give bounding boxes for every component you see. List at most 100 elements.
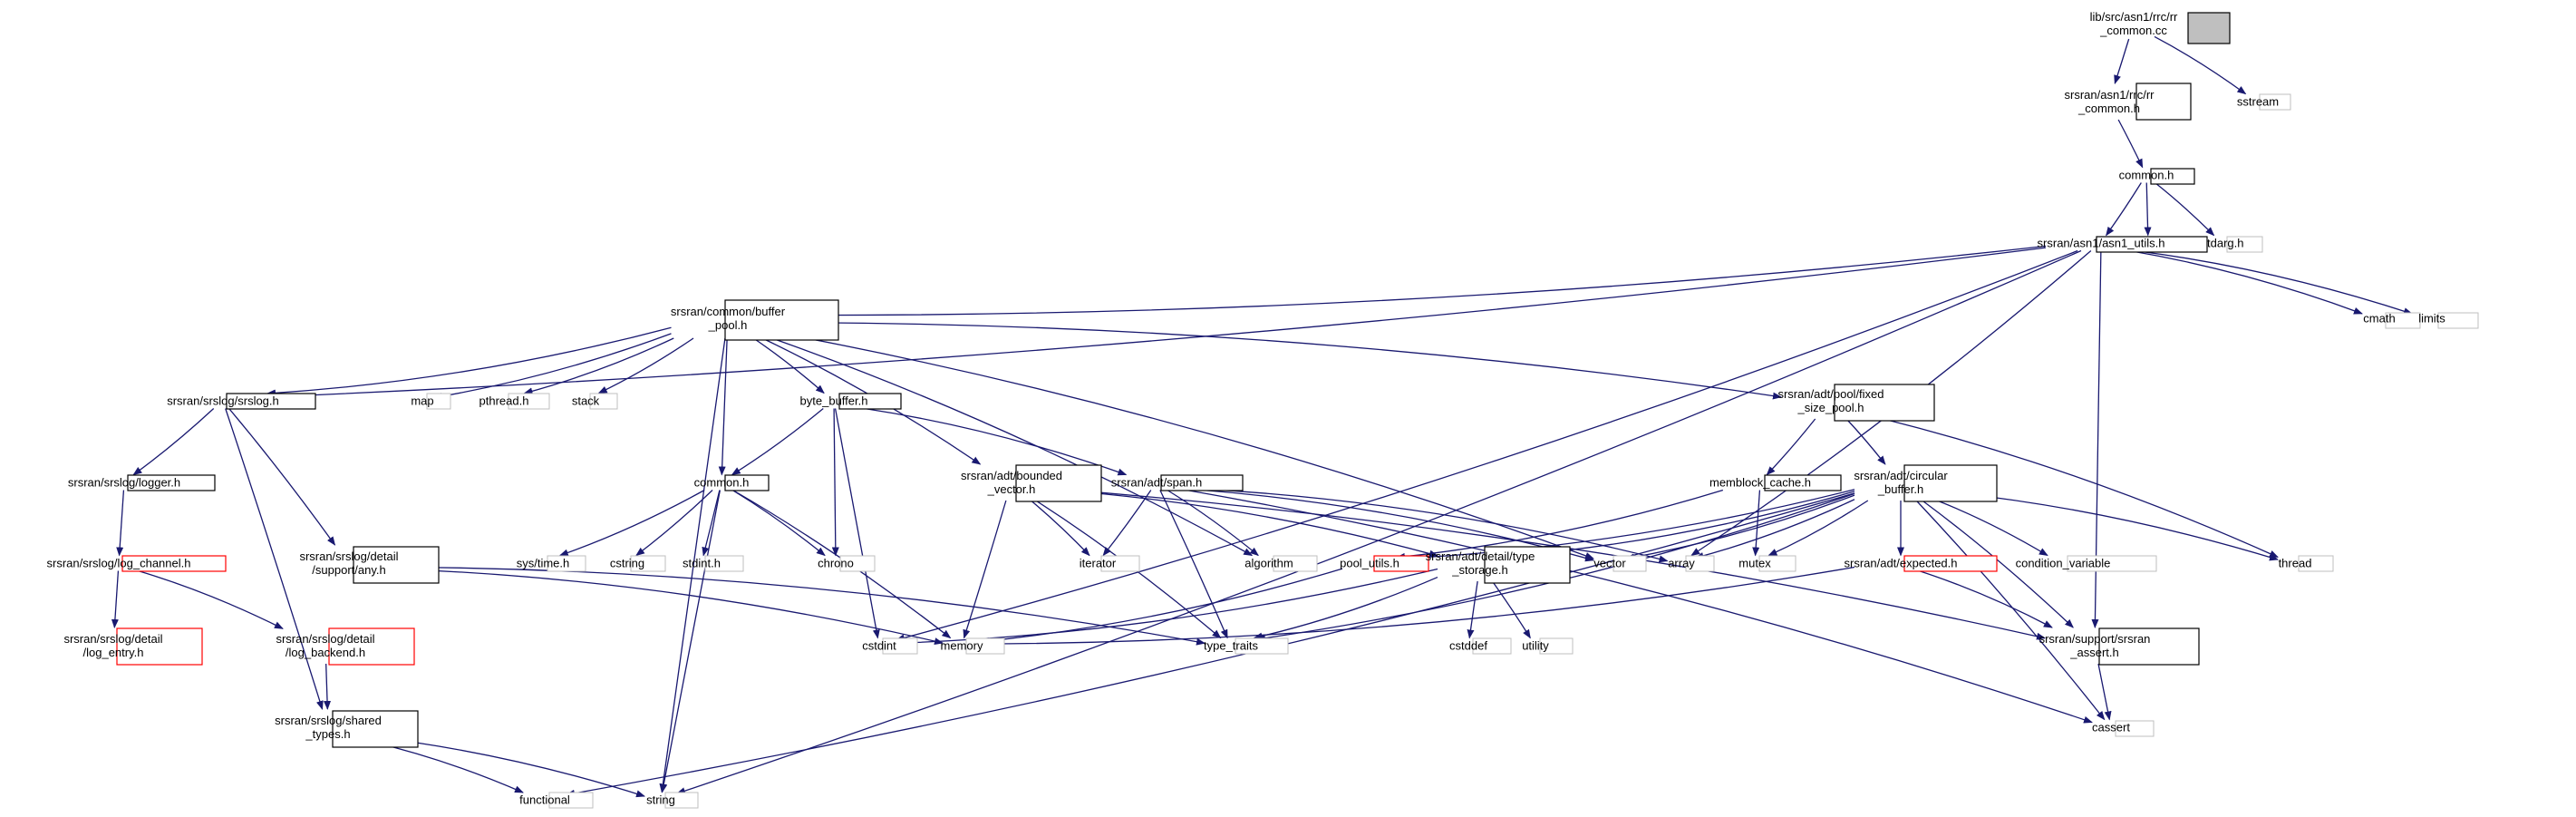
- edge-common_h_mid-to-cstring: [635, 490, 713, 557]
- edge-bounded_vector-to-memory: [963, 500, 1007, 639]
- node-box: [1685, 555, 1715, 572]
- node-label: srsran/asn1/rrc/rr: [2065, 88, 2155, 102]
- edge-expected-to-memory: [980, 566, 1855, 648]
- nodes-layer: lib/src/asn1/rrc/rr_common.cc srsran/asn1…: [47, 10, 2479, 809]
- node-box: [724, 299, 839, 341]
- edge-common_h_mid-to-stdint: [702, 490, 721, 557]
- edge-circular_buffer-to-vector: [1625, 494, 1855, 561]
- node-label: stdint.h: [683, 557, 721, 570]
- edge-circular_buffer-to-condition_variable: [1936, 500, 2048, 557]
- node-common-h-top[interactable]: common.h: [2119, 168, 2195, 185]
- node-label: /log_backend.h: [286, 646, 365, 659]
- node-label: srsran/srslog/srslog.h: [167, 394, 279, 408]
- node-box: [1472, 637, 1512, 655]
- node-srslog[interactable]: srsran/srslog/srslog.h: [167, 393, 316, 410]
- node-srsran-assert[interactable]: srsran/support/srsran_assert.h: [2039, 627, 2200, 666]
- node-box: [838, 393, 902, 410]
- node-type-storage[interactable]: srsran/adt/detail/type_storage.h: [1426, 546, 1571, 584]
- node-box: [353, 546, 440, 584]
- edge-span-to-iterator: [1102, 490, 1152, 557]
- node-box: [1235, 637, 1289, 655]
- node-pool-utils[interactable]: pool_utils.h: [1340, 555, 1429, 572]
- edge-asn1_utils-to-limits: [2135, 249, 2413, 315]
- edge-buffer_pool-to-vector: [784, 333, 1594, 559]
- node-label: cstddef: [1449, 639, 1487, 653]
- node-label: byte_buffer.h: [800, 394, 868, 408]
- node-bounded-vector[interactable]: srsran/adt/bounded_vector.h: [961, 464, 1102, 502]
- node-label: stdarg.h: [2202, 237, 2244, 250]
- edge-asn1_utils-to-srsran_assert: [2091, 250, 2102, 628]
- node-box: [116, 627, 203, 666]
- node-detail-any[interactable]: srsran/srslog/detail/support/any.h: [299, 546, 440, 584]
- node-box: [332, 710, 419, 748]
- node-log-backend[interactable]: srsran/srslog/detail/log_backend.h: [276, 627, 415, 666]
- node-memory: memory: [941, 637, 1005, 655]
- node-buffer-pool[interactable]: srsran/common/buffer_pool.h: [671, 299, 839, 341]
- node-label: srsran/adt/circular: [1854, 469, 1948, 482]
- node-box: [2115, 720, 2155, 737]
- node-span[interactable]: srsran/adt/span.h: [1111, 474, 1244, 491]
- edge-span-to-vector: [1196, 489, 1594, 562]
- edge-circular_buffer-to-functional: [566, 492, 1855, 797]
- edge-circular_buffer-to-srsran_assert: [1922, 500, 2074, 628]
- node-label: srsran/support/srsran: [2039, 632, 2151, 646]
- edge-shared_types-to-functional: [370, 741, 524, 793]
- node-box: [1903, 464, 1998, 502]
- node-label: string: [646, 793, 675, 807]
- edge-fixed_pool-to-circular_buffer: [1845, 418, 1886, 465]
- edge-common_h_top-to-stdarg: [2155, 181, 2215, 237]
- edge-bounded_vector-to-iterator: [1030, 500, 1090, 557]
- node-thread: thread: [2279, 555, 2334, 572]
- edge-circular_buffer-to-array: [1694, 499, 1855, 559]
- node-label: condition_variable: [2016, 557, 2111, 570]
- node-label: _size_pool.h: [1797, 401, 1864, 414]
- edge-bounded_vector-to-type_storage: [1053, 489, 1438, 558]
- node-box: [548, 792, 594, 809]
- node-label: utility: [1522, 639, 1549, 653]
- node-box: [328, 627, 415, 666]
- node-label: srsran/srslog/detail: [63, 632, 162, 646]
- edge-common_h_mid-to-string: [660, 490, 721, 793]
- node-label: _common.cc: [2099, 24, 2167, 37]
- edge-circular_buffer-to-pool_utils: [1396, 489, 1855, 562]
- node-box: [1373, 555, 1429, 572]
- node-memblock-cache[interactable]: memblock_cache.h: [1709, 474, 1842, 491]
- node-fixed-pool[interactable]: srsran/adt/pool/fixed_size_pool.h: [1777, 384, 1935, 422]
- node-logger[interactable]: srsran/srslog/logger.h: [68, 474, 216, 491]
- node-rr-common-h[interactable]: srsran/asn1/rrc/rr_common.h: [2065, 83, 2192, 121]
- node-box: [2259, 93, 2291, 111]
- node-box: [2096, 236, 2208, 253]
- node-label: srsran/adt/detail/type: [1426, 550, 1535, 563]
- node-label: _buffer.h: [1877, 482, 1923, 496]
- node-byte-buffer[interactable]: byte_buffer.h: [800, 393, 902, 410]
- node-label: srsran/adt/expected.h: [1844, 557, 1957, 570]
- edge-buffer_pool-to-byte_buffer: [752, 337, 825, 394]
- node-label: lib/src/asn1/rrc/rr: [2090, 10, 2178, 24]
- node-utility: utility: [1522, 637, 1574, 655]
- node-common-h-mid[interactable]: common.h: [694, 474, 770, 491]
- node-label: common.h: [694, 476, 750, 490]
- node-root[interactable]: lib/src/asn1/rrc/rr_common.cc: [2090, 10, 2231, 44]
- node-log-entry[interactable]: srsran/srslog/detail/log_entry.h: [63, 627, 203, 666]
- node-shared-types[interactable]: srsran/srslog/shared_types.h: [275, 710, 419, 748]
- edge-srslog-to-detail_any: [228, 408, 336, 546]
- node-expected[interactable]: srsran/adt/expected.h: [1844, 555, 1998, 572]
- node-box: [127, 474, 216, 491]
- edge-circular_buffer-to-cassert: [1915, 500, 2106, 721]
- node-box: [1539, 637, 1574, 655]
- node-label: memblock_cache.h: [1709, 476, 1811, 490]
- node-log-channel[interactable]: srsran/srslog/log_channel.h: [47, 555, 227, 572]
- node-circular-buffer[interactable]: srsran/adt/circular_buffer.h: [1854, 464, 1998, 502]
- node-box: [1273, 555, 1318, 572]
- node-label: _assert.h: [2069, 646, 2118, 659]
- edge-byte_buffer-to-cstdint: [834, 408, 880, 639]
- node-label: map: [411, 394, 433, 408]
- edge-memblock_cache-to-mutex: [1752, 490, 1761, 557]
- node-label: chrono: [818, 557, 854, 570]
- node-array: array: [1668, 555, 1715, 572]
- node-label: memory: [941, 639, 983, 653]
- node-box: [589, 393, 618, 410]
- edge-logger-to-log_channel: [116, 490, 125, 557]
- edge-pool_utils-to-memory: [980, 568, 1343, 645]
- node-asn1-utils[interactable]: srsran/asn1/asn1_utils.h: [2038, 236, 2208, 253]
